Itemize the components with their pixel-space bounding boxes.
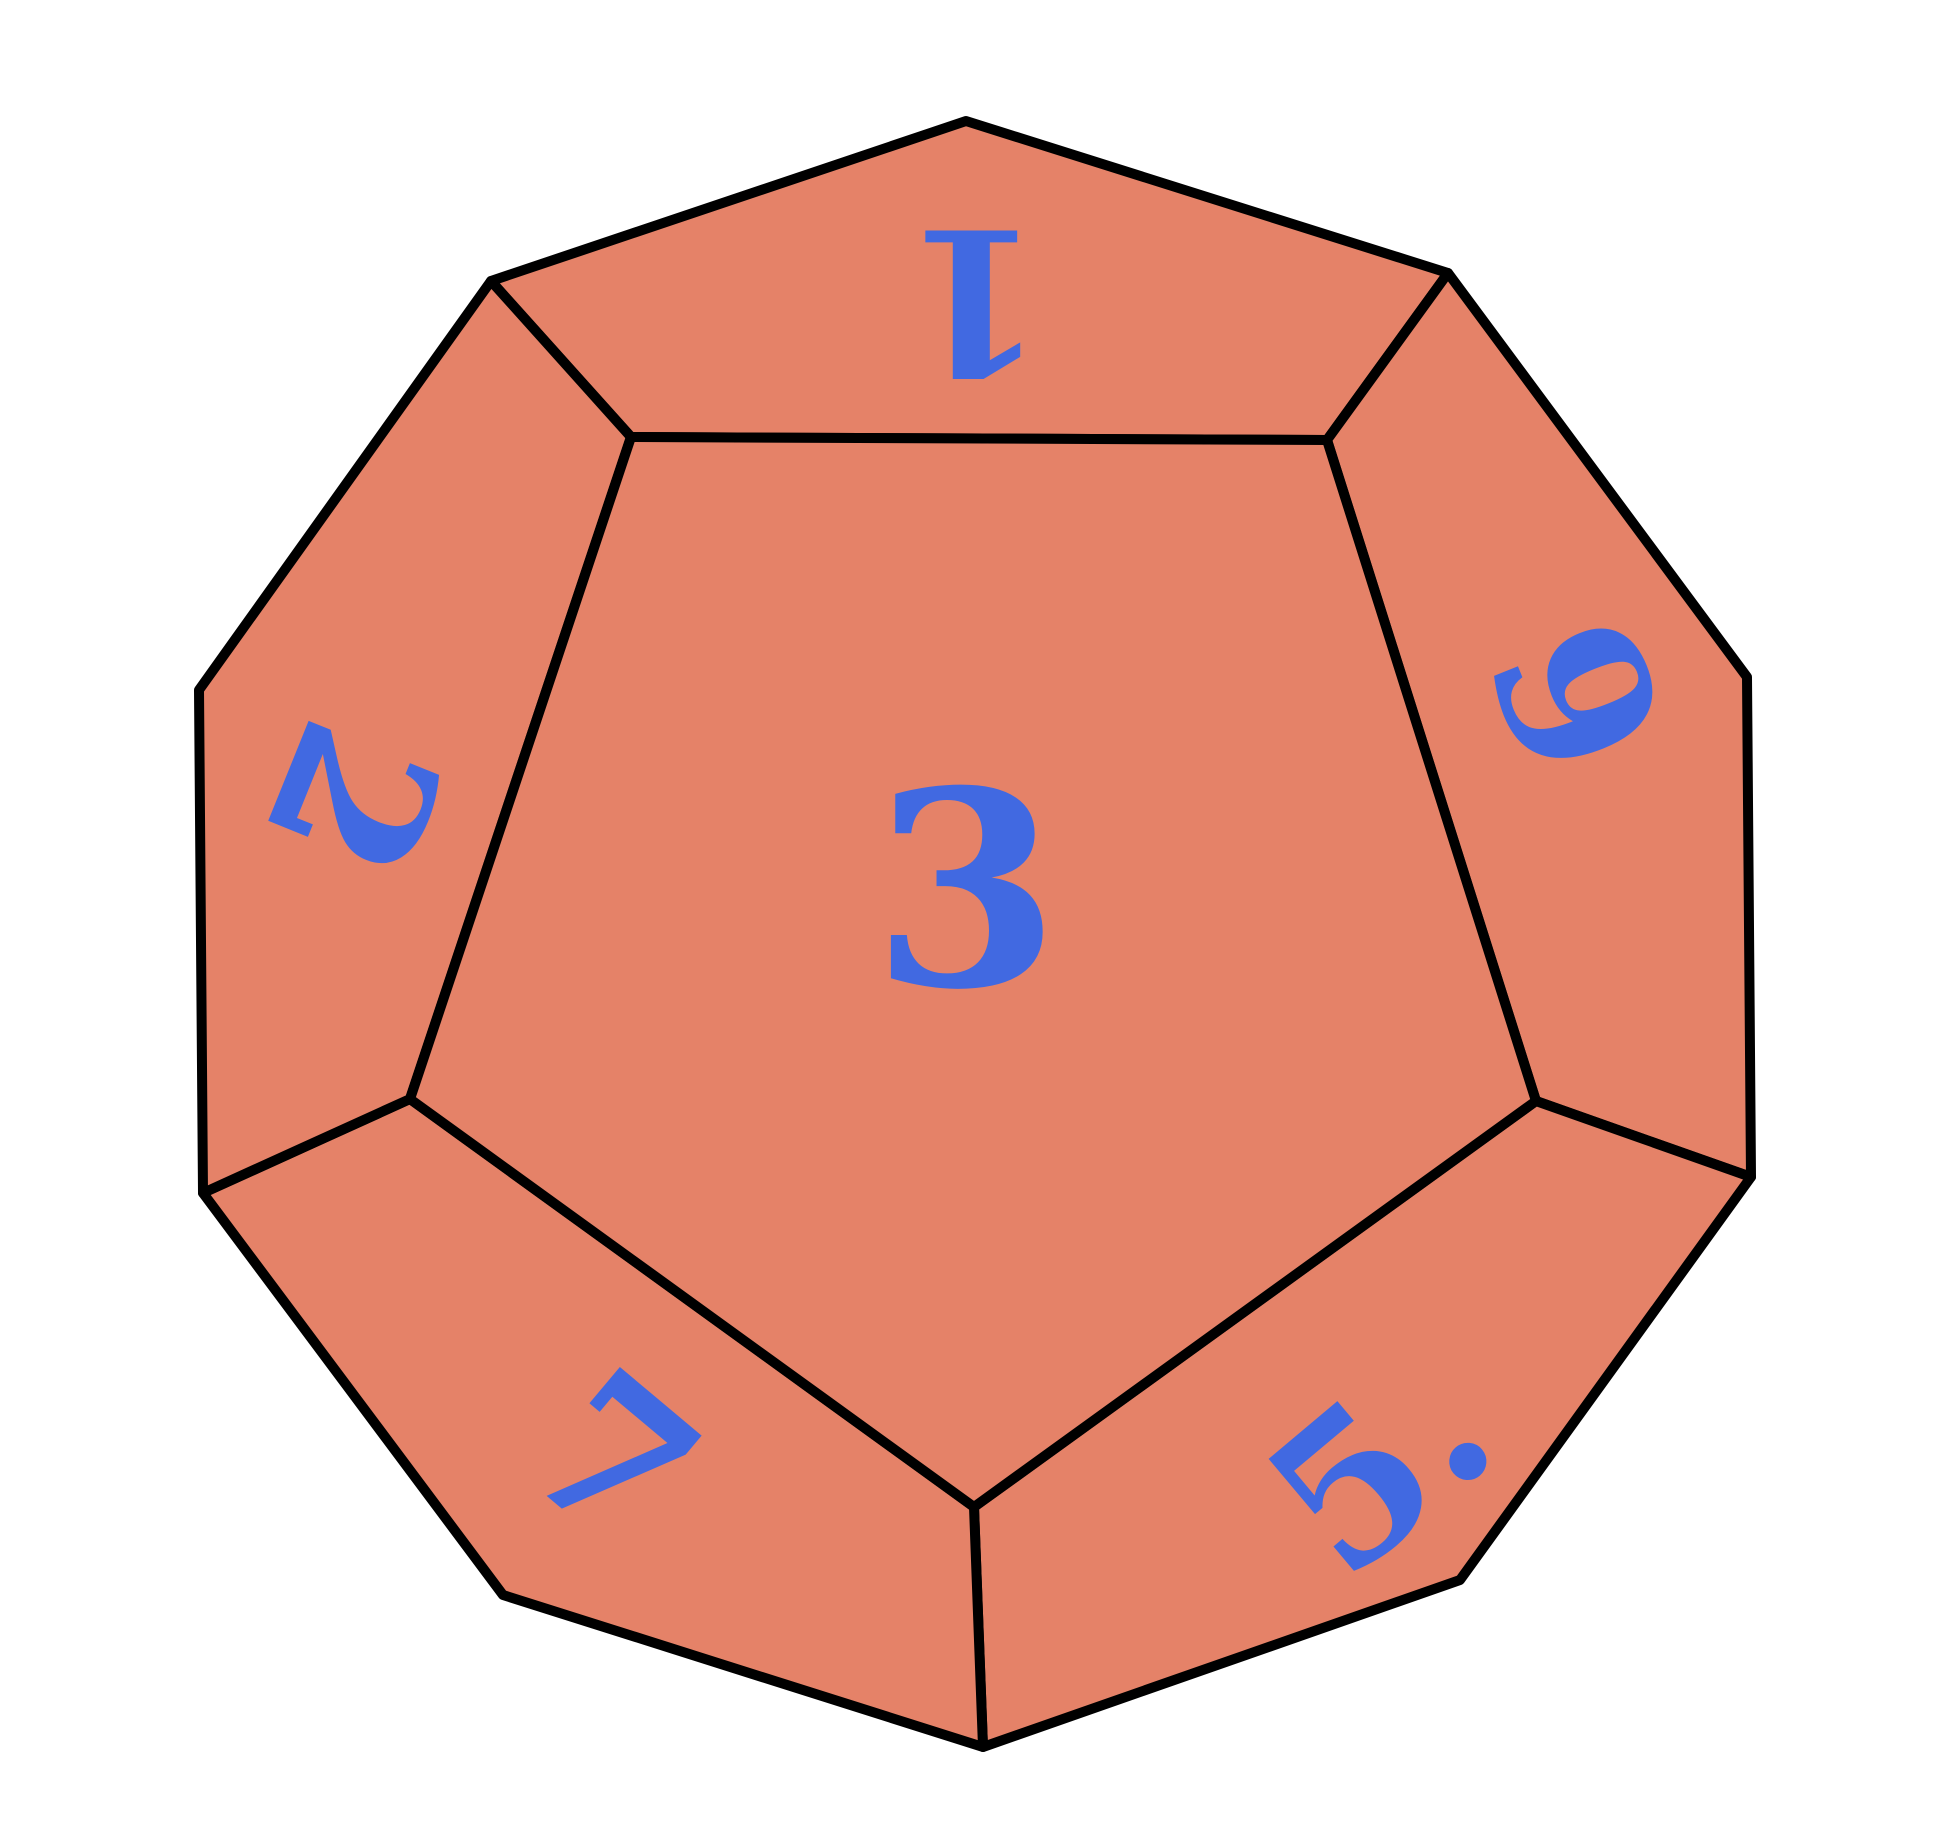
face-label-center: 3 [872, 731, 1060, 1049]
face-center [405, 432, 1541, 1512]
face-label-top: 1 [905, 183, 1044, 418]
face-upper-left [194, 276, 636, 1198]
